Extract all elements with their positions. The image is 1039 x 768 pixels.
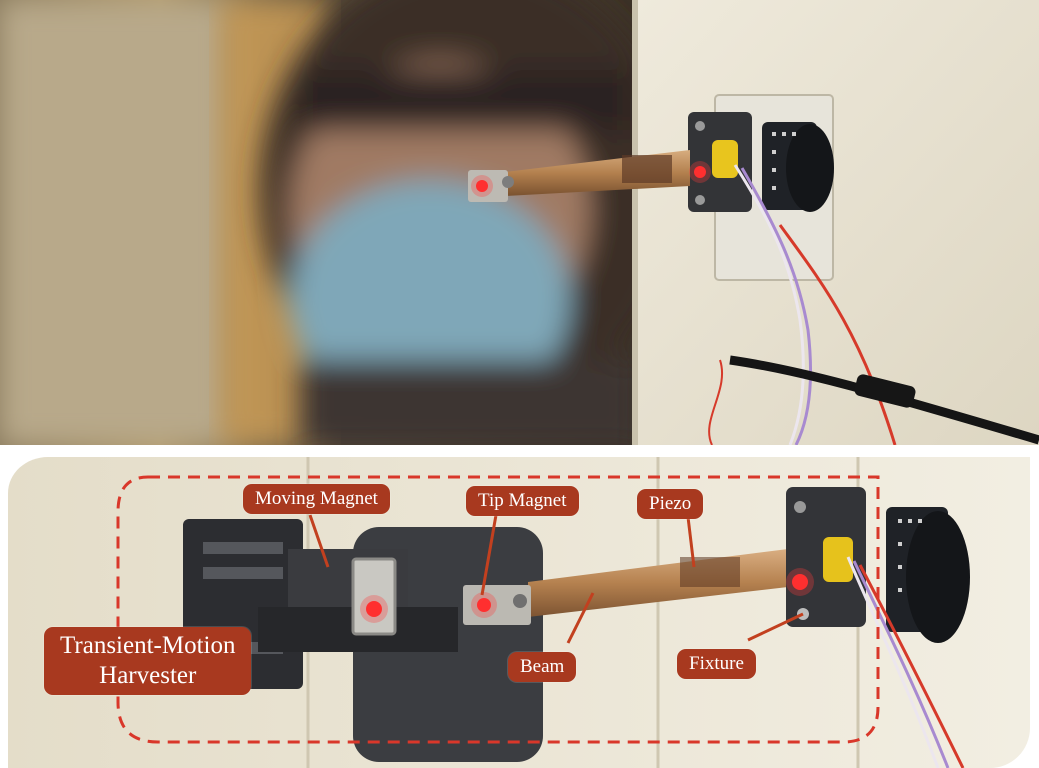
tip-magnet-label: Tip Magnet [466,486,579,516]
tip-magnet [463,585,531,625]
indicator-led [477,598,491,612]
piezo-label: Piezo [637,489,704,519]
indicator-led [792,574,808,590]
wires [708,164,897,445]
indicator-led [694,166,706,178]
fixture-label: Fixture [677,649,756,679]
blurred-person [260,0,680,445]
harvester-outline [116,475,880,744]
bottom-photo [8,453,1030,768]
probe-cable [729,355,1039,445]
harvester-label: Transient-Motion Harvester [44,627,252,695]
wires [846,556,965,768]
wall [632,0,1039,445]
bottom-photo-illustration [8,457,1030,768]
indicator-led [366,601,382,617]
moving-magnet [351,557,397,636]
leader-lines [308,514,804,644]
top-photo [0,0,1039,445]
moving-magnet-label: Moving Magnet [243,484,390,514]
beam-label: Beam [508,652,577,682]
top-photo-illustration [0,0,1039,445]
indicator-led [476,180,488,192]
fixture-block [786,487,866,627]
